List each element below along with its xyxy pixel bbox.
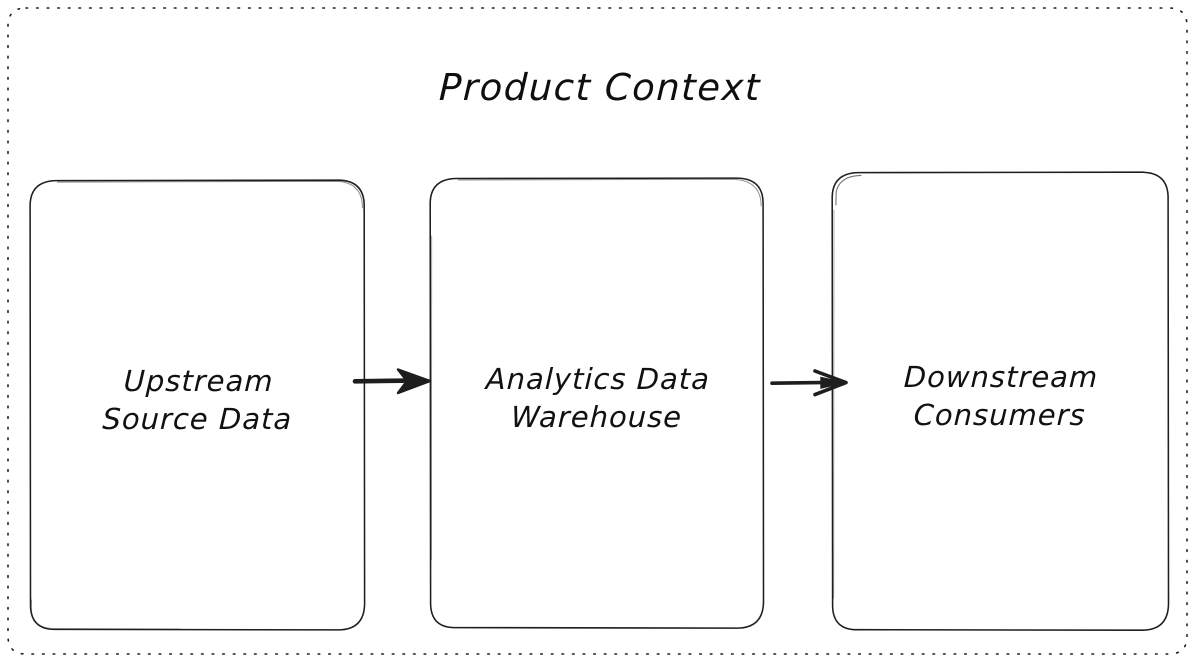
node-downstream-label: Downstream Consumers [903, 360, 1100, 432]
edge-warehouse-to-downstream[interactable] [768, 366, 848, 400]
node-downstream-consumers[interactable]: Downstream Consumers [832, 172, 1169, 630]
node-analytics-data-warehouse[interactable]: Analytics Data Warehouse [430, 178, 764, 628]
node-upstream-label: Upstream Source Data [101, 364, 293, 436]
edge-upstream-to-warehouse[interactable] [352, 364, 432, 398]
node-warehouse-outline [429, 177, 765, 629]
edge-warehouse-to-downstream-arrow [770, 369, 848, 397]
node-upstream-outline [29, 179, 366, 631]
node-upstream-source-data[interactable]: Upstream Source Data [30, 180, 365, 630]
edge-upstream-to-warehouse-arrow [352, 368, 432, 395]
diagram-title: Product Context [438, 66, 762, 109]
node-downstream-outline [831, 171, 1170, 631]
node-warehouse-label: Analytics Data Warehouse [485, 362, 711, 434]
